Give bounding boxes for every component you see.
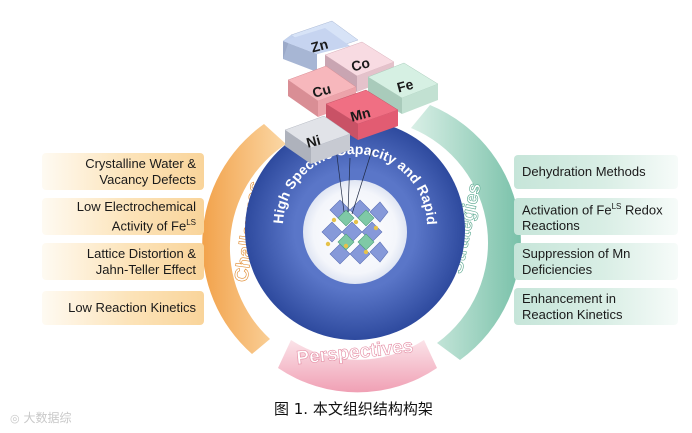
tile-fe-label: Fe <box>395 76 415 96</box>
strategy-text: Reaction Kinetics <box>522 306 623 322</box>
challenges-sector <box>202 124 286 354</box>
challenge-text: Low Reaction Kinetics <box>68 300 196 315</box>
strategy-text: Activation of Fe <box>522 202 612 218</box>
strategy-text: Suppression of Mn <box>522 245 631 261</box>
challenge-superscript: LS <box>186 217 196 227</box>
weibo-icon: ◎ <box>10 412 20 425</box>
projection-lines <box>335 147 373 215</box>
tile-mn <box>325 89 399 140</box>
strategy-item: Dehydration Methods <box>514 155 678 189</box>
watermark-text: 大数据综 <box>23 411 72 425</box>
tile-co-label: Co <box>349 54 371 74</box>
watermark: ◎ 大数据综 <box>10 409 71 426</box>
challenge-text: Low Electrochemical <box>76 198 196 214</box>
challenge-item: Lattice Distortion &Jahn-Teller Effect <box>42 243 204 280</box>
strategy-text: Deficiencies <box>522 261 593 277</box>
challenge-text: Vacancy Defects <box>99 171 196 187</box>
challenge-text: Jahn-Teller Effect <box>95 261 196 277</box>
challenge-text: Crystalline Water & <box>85 155 196 171</box>
challenge-item: Low Reaction Kinetics <box>42 291 204 325</box>
challenge-text: Activity of Fe <box>111 218 187 234</box>
perspectives-sector <box>278 340 437 393</box>
tile-cu-label: Cu <box>310 80 332 100</box>
strategy-text: Enhancement in <box>522 290 616 306</box>
tile-zn <box>283 20 359 72</box>
tile-ni-label: Ni <box>304 132 322 151</box>
tile-fe <box>367 62 439 114</box>
strategy-text: Dehydration Methods <box>522 164 646 179</box>
tile-ni <box>284 115 351 164</box>
figure-caption: 图 1. 本文组织结构构架 <box>274 400 433 418</box>
strategy-text: Reactions <box>522 218 580 234</box>
strategies-sector <box>411 105 521 360</box>
crystal-structure-icon <box>321 199 389 265</box>
challenge-item: Crystalline Water &Vacancy Defects <box>42 153 204 190</box>
strategy-superscript: LS <box>611 201 622 211</box>
tile-mn-label: Mn <box>348 104 372 125</box>
challenge-text: Lattice Distortion & <box>86 245 196 261</box>
tile-zn-label: Zn <box>309 36 330 56</box>
strategy-text: Redox <box>621 202 663 218</box>
